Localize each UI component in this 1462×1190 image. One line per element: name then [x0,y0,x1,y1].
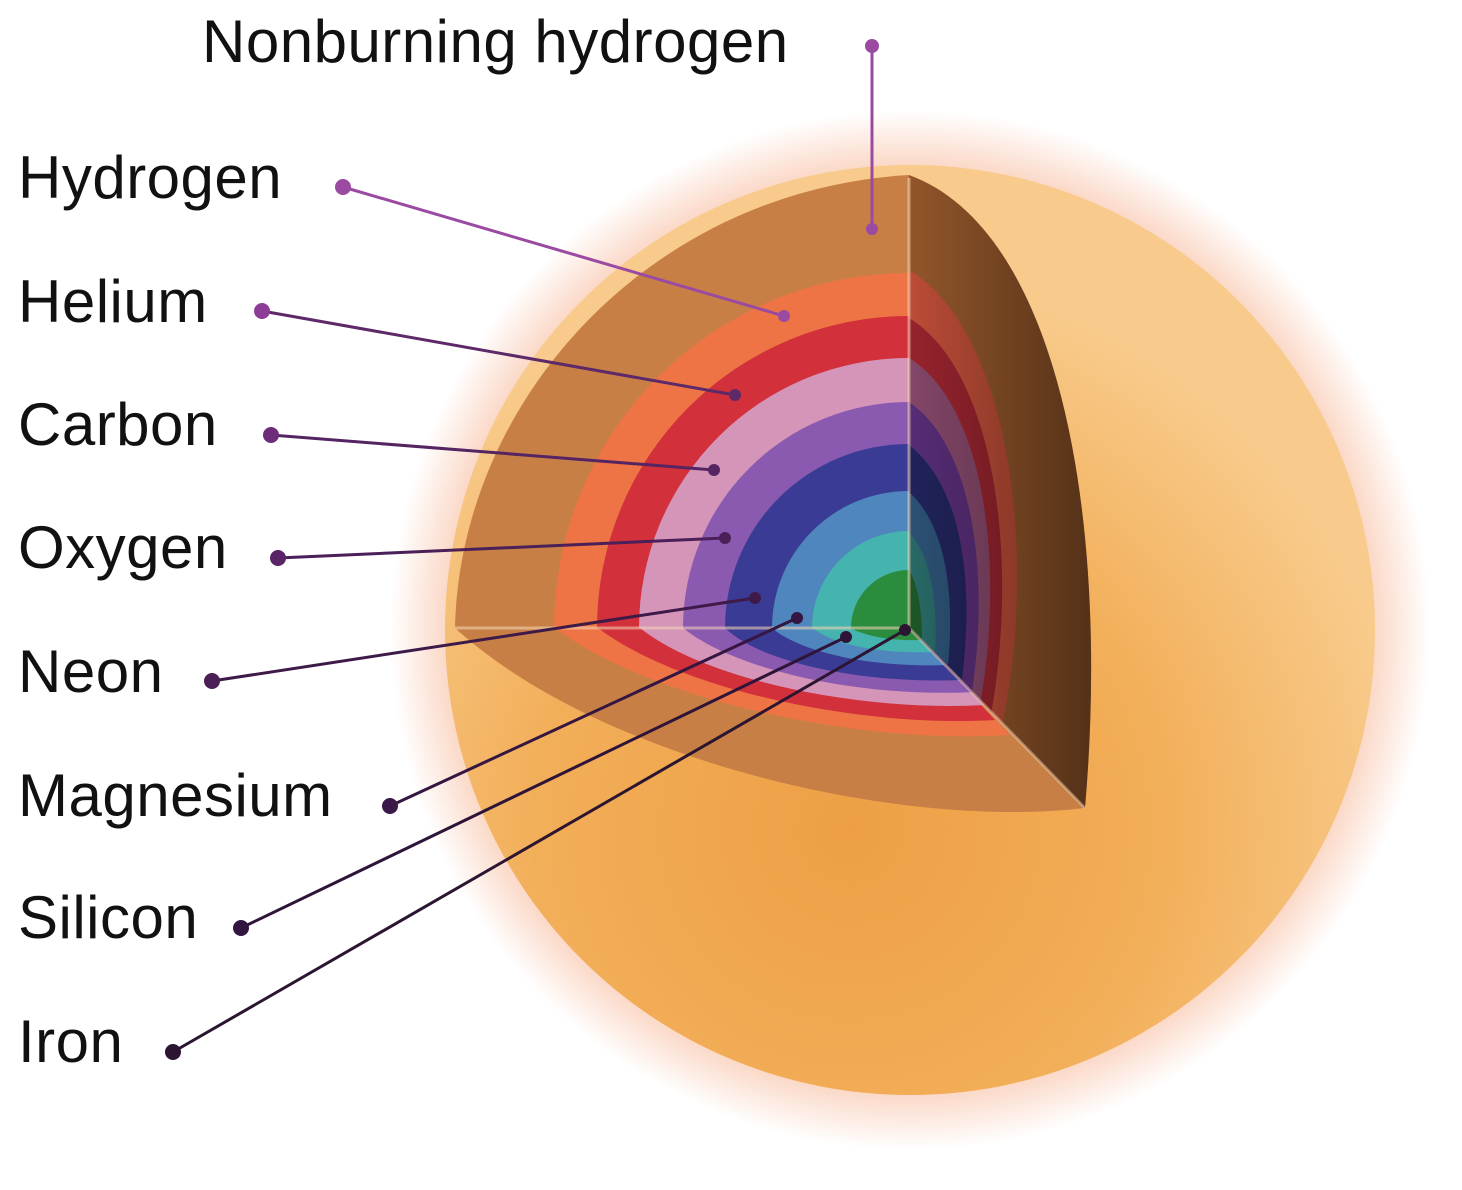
label-helium: Helium [18,268,208,335]
label-nonburning-hydrogen: Nonburning hydrogen [202,8,789,75]
label-iron: Iron [18,1008,124,1075]
leader-line-iron [165,624,911,1060]
cutaway-floor [455,628,1085,812]
label-silicon: Silicon [18,884,199,951]
leader-line-magnesium [382,612,803,814]
label-hydrogen: Hydrogen [18,144,283,211]
leader-line-hydrogen [335,179,790,322]
cutaway-left-face [455,175,909,628]
leader-line-carbon [263,427,720,476]
leader-line-oxygen [270,532,731,566]
leader-line-nonburning-hydrogen [865,39,879,235]
label-carbon: Carbon [18,391,218,458]
label-oxygen: Oxygen [18,514,228,581]
label-neon: Neon [18,638,164,705]
leader-line-helium [254,303,741,401]
label-magnesium: Magnesium [18,762,333,829]
leader-line-silicon [233,631,852,936]
leader-line-neon [204,592,761,689]
